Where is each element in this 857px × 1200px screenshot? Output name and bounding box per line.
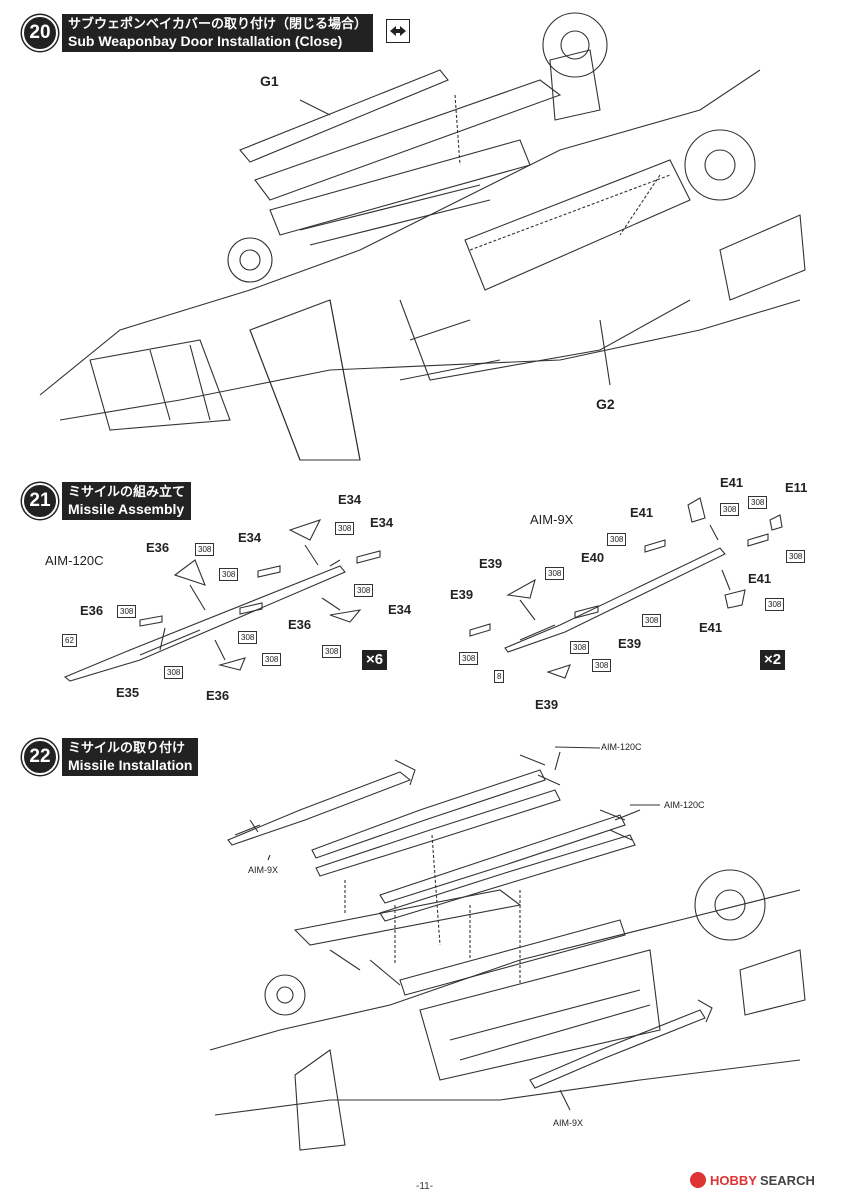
part-label: E39 <box>535 697 559 712</box>
paint-code: 308 <box>219 568 239 581</box>
paint-code: 308 <box>570 641 590 654</box>
part-label: E36 <box>206 688 230 703</box>
part-label: E36 <box>288 617 312 632</box>
step-title-en: Sub Weaponbay Door Installation (Close) <box>68 33 343 49</box>
paint-code: 308 <box>459 652 479 665</box>
watermark: HOBBY SEARCH <box>690 1172 815 1188</box>
step-title-en: Missile Assembly <box>68 501 185 517</box>
part-label: E40 <box>581 550 605 565</box>
quantity-badge: ×6 <box>362 650 388 670</box>
step-title-jp: サブウェポンベイカバーの取り付け（閉じる場合） <box>68 17 368 32</box>
step-number: 21 <box>22 483 58 519</box>
step-title-jp: ミサイルの取り付け <box>68 741 186 756</box>
part-label: E41 <box>699 620 723 635</box>
step-title-jp: ミサイルの組み立て <box>68 485 186 500</box>
part-label: E39 <box>618 636 642 651</box>
watermark-logo-icon <box>690 1172 706 1188</box>
missile-label-aim120c: AIM-120C <box>601 742 642 752</box>
missile-label-aim9x: AIM-9X <box>530 512 574 527</box>
paint-code: 308 <box>765 598 785 611</box>
part-label: E11 <box>785 480 808 495</box>
paint-code: 308 <box>720 503 740 516</box>
paint-code: 308 <box>786 550 806 563</box>
paint-code: 308 <box>322 645 342 658</box>
step-22-header: 22 ミサイルの取り付け Missile Installation <box>22 738 199 776</box>
paint-code: 308 <box>335 522 355 535</box>
missile-label-aim9x: AIM-9X <box>248 865 279 875</box>
paint-code: 308 <box>607 533 627 546</box>
paint-code: 308 <box>354 584 374 597</box>
paint-code: 62 <box>62 634 77 647</box>
watermark-text-a: HOBBY <box>710 1172 757 1188</box>
missile-label-aim120c: AIM-120C <box>45 553 104 568</box>
paint-code: 8 <box>494 670 505 683</box>
step-20-header: 20 サブウェポンベイカバーの取り付け（閉じる場合） Sub Weaponbay… <box>22 14 374 52</box>
step-number: 20 <box>22 15 58 51</box>
part-label: E41 <box>748 571 772 586</box>
missile-label-aim9x: AIM-9X <box>553 1118 584 1128</box>
paint-code: 308 <box>748 496 768 509</box>
step-title: ミサイルの取り付け Missile Installation <box>62 738 199 776</box>
step-number: 22 <box>22 739 58 775</box>
paint-code: 308 <box>195 543 215 556</box>
quantity-badge: ×2 <box>760 650 786 670</box>
step-title-en: Missile Installation <box>68 757 193 773</box>
missile-label-aim120c: AIM-120C <box>664 800 705 810</box>
part-label: E34 <box>338 492 362 507</box>
part-label-g2: G2 <box>596 396 615 412</box>
part-label: E39 <box>479 556 503 571</box>
paint-code: 308 <box>642 614 662 627</box>
watermark-text-b: SEARCH <box>759 1172 815 1188</box>
paint-code: 308 <box>262 653 282 666</box>
part-label: E39 <box>450 587 474 602</box>
step-21-header: 21 ミサイルの組み立て Missile Assembly <box>22 482 192 520</box>
step-title: サブウェポンベイカバーの取り付け（閉じる場合） Sub Weaponbay Do… <box>62 14 374 52</box>
page-number: -11- <box>416 1181 434 1192</box>
part-label-g1: G1 <box>260 73 279 89</box>
part-label: E41 <box>630 505 654 520</box>
part-label: E36 <box>146 540 170 555</box>
paint-code: 308 <box>592 659 612 672</box>
part-label: E36 <box>80 603 104 618</box>
paint-code: 308 <box>164 666 184 679</box>
paint-code: 308 <box>545 567 565 580</box>
step-title: ミサイルの組み立て Missile Assembly <box>62 482 192 520</box>
paint-code: 308 <box>117 605 137 618</box>
part-label: E41 <box>720 475 744 490</box>
open-close-arrows-icon <box>386 19 410 43</box>
part-label: E35 <box>116 685 140 700</box>
part-label: E34 <box>238 530 262 545</box>
paint-code: 308 <box>238 631 258 644</box>
part-label: E34 <box>388 602 412 617</box>
part-label: E34 <box>370 515 394 530</box>
